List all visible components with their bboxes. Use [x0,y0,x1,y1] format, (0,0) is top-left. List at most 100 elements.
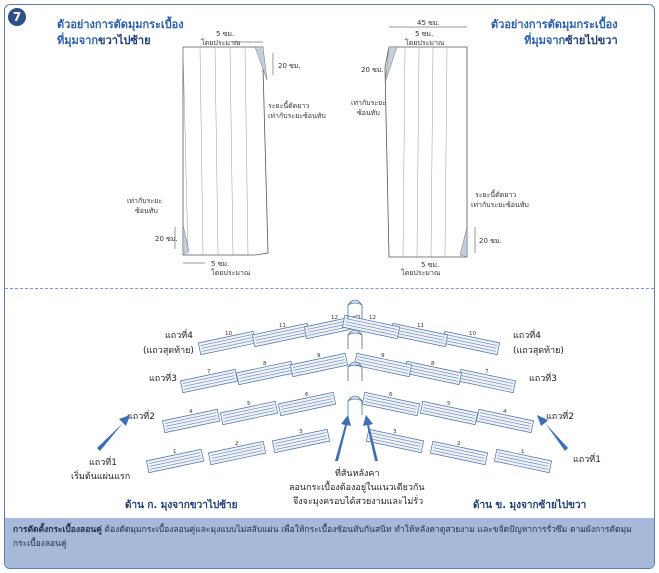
caption-text: ต้องตัดมุมกระเบื้องลอนคู่และมุงแบบไม่สลั… [13,525,632,549]
left-tile-6 [277,391,337,417]
caption-bold: การตัดตั้งกระเบื้องลอนคู่ [13,525,102,535]
right-tile-7-number: 7 [485,369,489,375]
right-tile-11-number: 11 [417,323,424,329]
left-tile-10-number: 10 [225,331,232,337]
ridge-note-3: จึงจะมุงครอบได้สวยงามและไม่รั่ว [293,494,423,507]
right-note-bottom: ระยะนี้ตัดยาว [475,188,516,199]
left-tile-4 [161,408,221,434]
left-side-dim-top: 20 ซม. [278,62,301,70]
side-b-label: ด้าน ข. มุงจากซ้ายไปขวา [473,498,586,511]
top-left-title: ตัวอย่างการตัดมุมกระเบื้อง ที่มุมจากขวาไ… [57,17,184,49]
right-tile-9-number: 9 [381,353,385,359]
section-divider [5,288,654,289]
side-a-label: ด้าน ก. มุงจากขวาไปซ้าย [125,498,238,511]
caption-box: การตัดตั้งกระเบื้องลอนคู่ ต้องตัดมุมกระเ… [5,518,654,568]
left-tile-6-number: 6 [305,392,309,398]
ridge-cap-2 [347,329,363,349]
right-bottom-dim-sub: โดยประมาณ [401,268,441,277]
left-tile [182,46,269,256]
right-tile-11 [389,322,449,348]
left-top-dim-sub: โดยประมาณ [201,38,241,47]
top-right-title-line2a: ที่มุมจาก [524,34,566,47]
left-note-bottom2: ซ้อนทับ [135,207,158,215]
ridge-caps [347,299,363,415]
left-tile-10 [197,330,257,356]
diagram-drawing: 5 ซม. โดยประมาณ 20 ซม. ระยะนี้ตัดยาว เท่… [71,19,601,511]
right-start-arrow [537,415,568,451]
right-side-dim-bottom: 20 ซม. [479,237,502,245]
right-tile-10-number: 10 [469,331,476,337]
right-tile-8 [403,360,463,386]
right-side-dim-top: 20 ซม. [361,66,384,74]
right-top-dim-45: 45 ซม. [417,19,440,27]
right-tile-2-number: 2 [457,441,461,447]
ridge-cap-1 [347,299,363,319]
left-row4-label: แถวที่4 [165,328,193,341]
left-tile-7 [179,368,239,394]
right-tile-6 [361,391,421,417]
right-row3-label: แถวที่3 [529,371,557,384]
left-tile-7-number: 7 [207,369,211,375]
right-row1-label: แถวที่1 [573,452,601,465]
ridge-note-2: ลอนกระเบื้องต้องอยู่ในแนวเดียวกัน [289,480,425,493]
right-tile-12-number: 12 [369,315,376,321]
diagram-frame: 7 ตัวอย่างการตัดมุมกระเบื้อง ที่มุมจากขว… [4,4,655,569]
ridge-arrow-left [335,415,351,461]
right-tile-9 [353,352,413,378]
right-bottom-dim: 5 ซม. [421,261,439,269]
left-tile-8-number: 8 [263,361,267,367]
left-tile-9-number: 9 [317,353,321,359]
left-tile-1-number: 1 [173,449,177,455]
ridge-cap-4 [347,395,363,415]
right-tile-2 [429,440,489,466]
right-tile-8-number: 8 [431,361,435,367]
left-tile-12-number: 12 [331,315,338,321]
left-roof-tiles [145,314,363,474]
right-note-top2: ซ้อนทับ [357,109,380,117]
right-roof-tiles [341,314,553,474]
left-start-note: เริ่มต้นแผ่นแรก [71,469,130,482]
right-tile-4-number: 4 [503,409,507,415]
left-tile-9 [289,352,349,378]
left-tile-5-number: 5 [247,401,251,407]
ridge-cap-3 [347,361,363,381]
left-row2-label: แถวที่2 [127,409,155,422]
right-tile-12 [341,314,401,340]
left-bottom-dim-sub: โดยประมาณ [211,268,251,277]
left-note-bottom: เท่ากับระยะ [127,197,162,205]
left-side-dim-bottom: 20 ซม. [155,235,178,243]
left-tile-1 [145,448,205,474]
top-right-title: ตัวอย่างการตัดมุมกระเบื้อง ที่มุมจากซ้าย… [491,17,618,49]
right-top-dim: 5 ซม. [415,30,433,38]
right-tile-4 [475,408,535,434]
right-row2-label: แถวที่2 [546,409,574,422]
right-tile-3 [365,428,425,454]
right-tile-3-number: 3 [393,429,397,435]
left-tile-2 [207,440,267,466]
right-row4-label: แถวที่4 [513,328,541,341]
left-note-top2: เท่ากับระยะซ้อนทับ [268,112,326,120]
right-tile-6-number: 6 [389,392,393,398]
right-top-dim-sub: โดยประมาณ [405,38,445,47]
top-left-title-line2b: ขวาไปซ้าย [98,34,151,47]
top-right-title-line2b: ซ้ายไปขวา [565,34,618,47]
top-left-title-line2a: ที่มุมจาก [57,34,99,47]
left-tile-4-number: 4 [189,409,193,415]
right-tile-5 [419,400,479,426]
left-tile-3 [271,428,331,454]
left-top-dim: 5 ซม. [216,30,234,38]
left-bottom-dim: 5 ซม. [211,260,229,268]
left-row1-label: แถวที่1 [89,455,117,468]
right-tile-1 [493,448,553,474]
top-left-title-line1: ตัวอย่างการตัดมุมกระเบื้อง [57,18,184,31]
left-tile-2-number: 2 [235,441,239,447]
right-tile-1-number: 1 [521,449,525,455]
step-badge: 7 [8,8,26,26]
arrows [97,415,568,461]
ridge-note-1: ที่สันหลังคา [335,466,380,479]
right-tile-10 [441,330,501,356]
left-row3-label: แถวที่3 [149,371,177,384]
right-note-bottom2: เท่ากับระยะซ้อนทับ [471,201,529,209]
left-tile-8 [235,360,295,386]
left-note-top: ระยะนี้ตัดยาว [268,99,309,110]
